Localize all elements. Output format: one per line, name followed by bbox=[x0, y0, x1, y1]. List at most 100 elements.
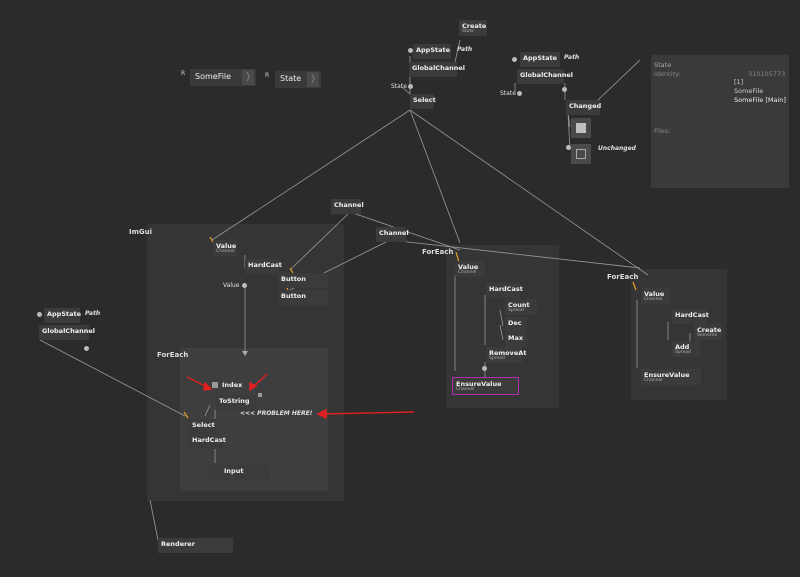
pin-dot[interactable] bbox=[408, 48, 413, 53]
node-title: AppState bbox=[47, 310, 82, 318]
node-title: Value bbox=[458, 263, 479, 271]
node-title: AppState bbox=[523, 54, 558, 62]
pin-dot[interactable] bbox=[242, 283, 247, 288]
node-title: Channel bbox=[334, 201, 364, 209]
node-title: Add bbox=[675, 343, 690, 351]
foreach-label-1: ForEach bbox=[422, 248, 454, 256]
hardcast-node-foreach-2[interactable]: HardCast bbox=[672, 309, 709, 324]
node-title: EnsureValue bbox=[456, 380, 502, 388]
create-somefile-node[interactable]: Create SomeFile bbox=[694, 324, 722, 340]
pin-dot[interactable] bbox=[517, 91, 522, 96]
tooltip-line-2: SomeFile bbox=[734, 87, 764, 95]
iobox-state-label: State bbox=[280, 74, 302, 83]
channel-node-1[interactable]: Channel bbox=[331, 199, 364, 214]
appstate-node-top[interactable]: AppState bbox=[413, 44, 451, 59]
pin-dot[interactable] bbox=[482, 366, 487, 371]
appstate-node-left[interactable]: AppState bbox=[44, 308, 82, 323]
value-node-foreach-1[interactable]: Value Channel bbox=[455, 261, 485, 277]
node-title: EnsureValue bbox=[644, 371, 690, 379]
iobox-state[interactable]: State ❭ bbox=[275, 71, 321, 88]
state-label-2: State bbox=[500, 90, 516, 97]
unchanged-label: Unchanged bbox=[598, 145, 636, 152]
node-title: Changed bbox=[569, 102, 602, 110]
node-title: HardCast bbox=[675, 311, 709, 319]
node-title: Index bbox=[222, 381, 243, 389]
index-node[interactable]: Index bbox=[219, 379, 245, 394]
renderer-node[interactable]: Renderer bbox=[158, 538, 233, 553]
create-state-node[interactable]: Create State bbox=[459, 20, 487, 36]
pin-dot[interactable] bbox=[562, 87, 567, 92]
state-label-1: State bbox=[391, 83, 407, 90]
value-pin-label: Value bbox=[223, 282, 240, 289]
node-title: Button bbox=[281, 292, 306, 300]
changed-node[interactable]: Changed bbox=[566, 100, 602, 115]
path-label-right: Path bbox=[564, 54, 580, 61]
node-title: Create bbox=[697, 326, 722, 334]
value-node-foreach-2[interactable]: Value Channel bbox=[641, 288, 671, 304]
node-subtitle: Channel bbox=[644, 297, 663, 302]
tostring-pin-icon[interactable] bbox=[258, 393, 262, 397]
index-pin-icon[interactable] bbox=[212, 382, 218, 388]
node-subtitle: SomeFile bbox=[697, 333, 718, 338]
tostring-node[interactable]: ToString bbox=[216, 395, 256, 410]
ensurevalue-node-1[interactable]: EnsureValue Channel bbox=[452, 377, 519, 395]
tooltip-state: State bbox=[654, 61, 672, 69]
node-title: HardCast bbox=[248, 261, 282, 269]
value-node-imgui[interactable]: Value Channel bbox=[213, 240, 237, 256]
imgui-label: ImGui bbox=[129, 228, 153, 236]
tooltip-line-1: [1] bbox=[734, 78, 744, 86]
toggle-off-icon bbox=[576, 149, 586, 159]
hardcast-node-imgui[interactable]: HardCast bbox=[245, 259, 282, 274]
max-node[interactable]: Max bbox=[505, 332, 527, 347]
node-title: Dec bbox=[508, 319, 522, 327]
tooltip-files-label: Files: bbox=[654, 127, 671, 135]
node-title: Value bbox=[216, 242, 237, 250]
node-title: Input bbox=[224, 467, 244, 475]
toggle-box-1[interactable] bbox=[571, 118, 591, 138]
node-title: HardCast bbox=[192, 436, 226, 444]
select-node-inner[interactable]: Select bbox=[189, 419, 217, 434]
appstate-node-right[interactable]: AppState bbox=[520, 52, 560, 67]
io-mark-state: R bbox=[265, 72, 270, 79]
removeat-node[interactable]: RemoveAt Spread bbox=[486, 347, 526, 363]
problem-annotation: <<< PROBLEM HERE! bbox=[240, 410, 313, 417]
pin-dot[interactable] bbox=[512, 57, 517, 62]
foreach-inner-label: ForEach bbox=[157, 351, 189, 359]
node-title: GlobalChannel bbox=[520, 71, 573, 79]
node-title: Max bbox=[508, 334, 524, 342]
node-title: GlobalChannel bbox=[412, 64, 465, 72]
tooltip-identity-value: 310105773 bbox=[748, 70, 786, 78]
tooltip-line-3: SomeFile [Main] bbox=[734, 96, 786, 104]
hardcast-node-inner[interactable]: HardCast bbox=[189, 434, 226, 449]
globalchannel-node-top[interactable]: GlobalChannel bbox=[409, 62, 465, 77]
input-node[interactable]: Input bbox=[208, 465, 270, 480]
pin-dot[interactable] bbox=[408, 84, 413, 89]
node-title: Button bbox=[281, 275, 306, 283]
node-subtitle: Spread bbox=[489, 356, 505, 361]
button-node-2[interactable]: Button bbox=[278, 290, 328, 305]
hardcast-node-foreach-1[interactable]: HardCast bbox=[486, 283, 523, 298]
node-title: Select bbox=[192, 421, 215, 429]
node-title: Value bbox=[644, 290, 665, 298]
channel-node-2[interactable]: Channel bbox=[376, 227, 409, 242]
node-title: Create bbox=[462, 22, 487, 30]
toggle-on-icon bbox=[576, 123, 586, 133]
dec-node[interactable]: Dec bbox=[505, 317, 527, 332]
count-node[interactable]: Count Spread bbox=[505, 299, 537, 315]
button-node-1[interactable]: Button bbox=[278, 273, 328, 288]
pin-dot[interactable] bbox=[84, 346, 89, 351]
node-title: Select bbox=[413, 96, 436, 104]
globalchannel-node-right[interactable]: GlobalChannel bbox=[517, 69, 573, 84]
node-title: Count bbox=[508, 301, 530, 309]
ensurevalue-node-2[interactable]: EnsureValue Channel bbox=[641, 369, 701, 385]
select-node-top[interactable]: Select bbox=[410, 94, 436, 109]
chevron-right-icon: ❭ bbox=[242, 70, 254, 85]
globalchannel-node-left[interactable]: GlobalChannel bbox=[39, 325, 95, 340]
node-title: AppState bbox=[416, 46, 451, 54]
pin-dot[interactable] bbox=[566, 145, 571, 150]
add-node[interactable]: Add Spread bbox=[672, 341, 700, 357]
toggle-box-2[interactable] bbox=[571, 144, 591, 164]
node-subtitle: Channel bbox=[644, 378, 663, 383]
iobox-somefile[interactable]: SomeFile ❭ bbox=[190, 69, 256, 86]
pin-dot[interactable] bbox=[37, 312, 42, 317]
